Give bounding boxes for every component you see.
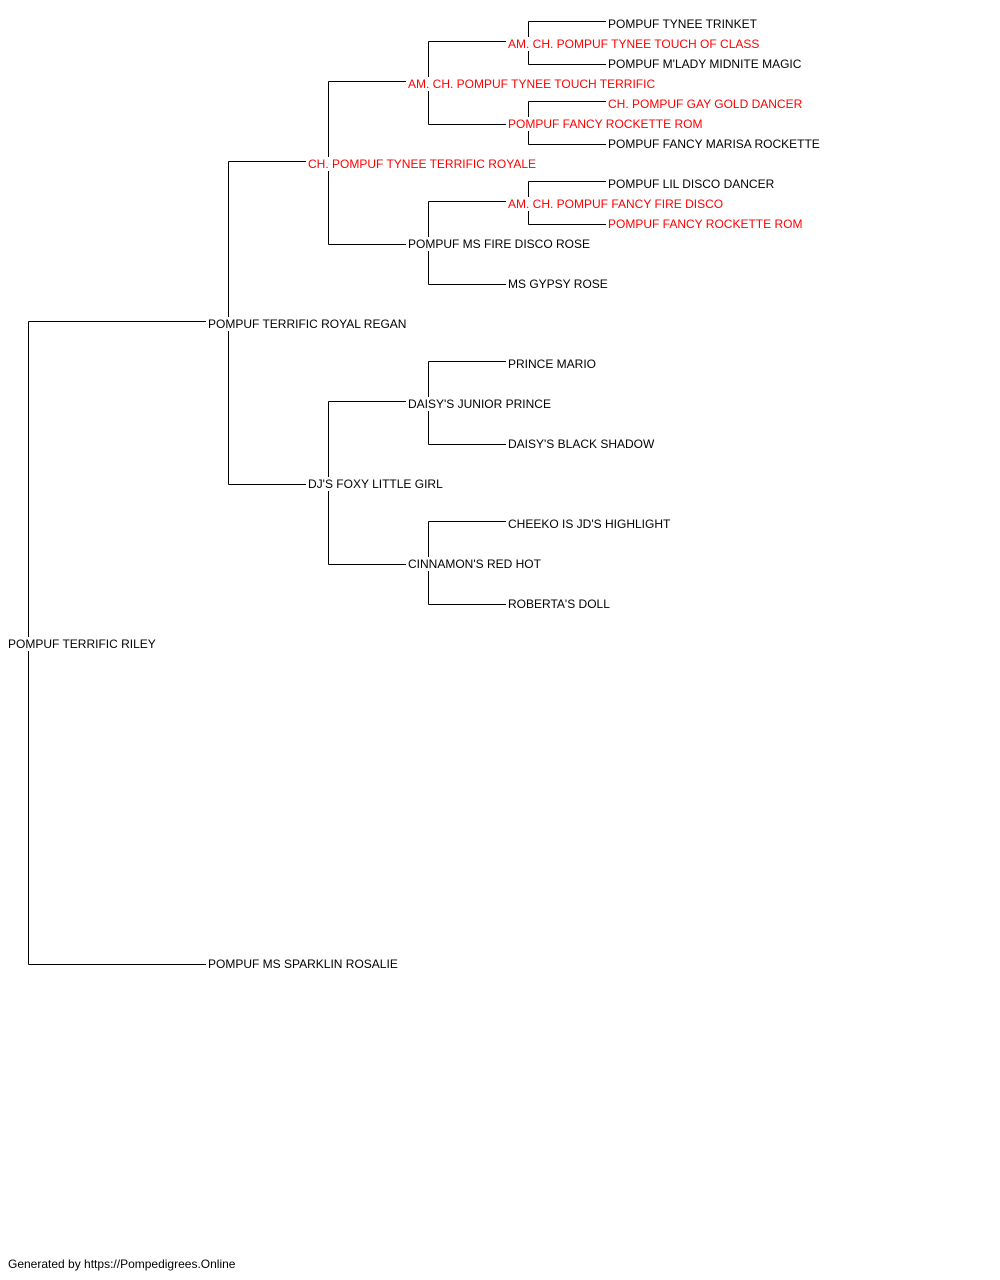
pedigree-ancestor: PRINCE MARIO xyxy=(507,357,598,371)
pedigree-ancestor: AM. CH. POMPUF FANCY FIRE DISCO xyxy=(507,197,725,211)
pedigree-ancestor: DAISY'S JUNIOR PRINCE xyxy=(407,397,552,411)
pedigree-sire-sire: CH. POMPUF TYNEE TERRIFIC ROYALE xyxy=(307,157,538,171)
pedigree-ancestor: POMPUF TYNEE TRINKET xyxy=(607,17,758,31)
pedigree-ancestor: POMPUF FANCY ROCKETTE ROM xyxy=(607,217,804,231)
pedigree-ancestor: AM. CH. POMPUF TYNEE TOUCH TERRIFIC xyxy=(407,77,657,91)
pedigree-subject: POMPUF TERRIFIC RILEY xyxy=(7,637,157,651)
pedigree-ancestor: POMPUF M'LADY MIDNITE MAGIC xyxy=(607,57,803,71)
pedigree-sire: POMPUF TERRIFIC ROYAL REGAN xyxy=(207,317,408,331)
pedigree-ancestor: CHEEKO IS JD'S HIGHLIGHT xyxy=(507,517,672,531)
pedigree-ancestor: POMPUF MS FIRE DISCO ROSE xyxy=(407,237,592,251)
pedigree-ancestor: AM. CH. POMPUF TYNEE TOUCH OF CLASS xyxy=(507,37,761,51)
pedigree-dam: POMPUF MS SPARKLIN ROSALIE xyxy=(207,957,399,971)
pedigree-ancestor: POMPUF LIL DISCO DANCER xyxy=(607,177,776,191)
pedigree-ancestor: CINNAMON'S RED HOT xyxy=(407,557,542,571)
pedigree-ancestor: DAISY'S BLACK SHADOW xyxy=(507,437,656,451)
pedigree-ancestor: ROBERTA'S DOLL xyxy=(507,597,611,611)
pedigree-ancestor: POMPUF FANCY MARISA ROCKETTE xyxy=(607,137,821,151)
pedigree-ancestor: POMPUF FANCY ROCKETTE ROM xyxy=(507,117,704,131)
pedigree-ancestor: CH. POMPUF GAY GOLD DANCER xyxy=(607,97,804,111)
pedigree-ancestor: MS GYPSY ROSE xyxy=(507,277,609,291)
pedigree-sire-dam: DJ'S FOXY LITTLE GIRL xyxy=(307,477,444,491)
footer-credit: Generated by https://Pompedigrees.Online xyxy=(8,1257,236,1271)
